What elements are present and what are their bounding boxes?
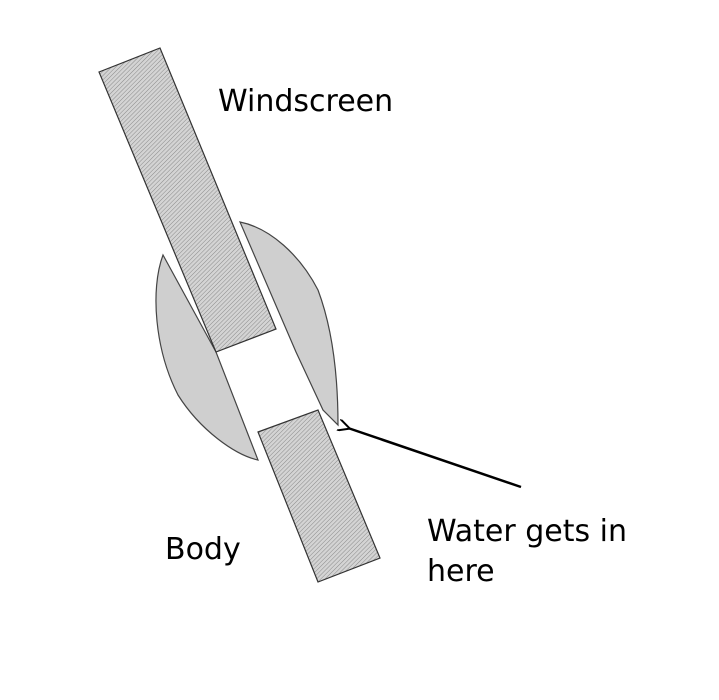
water-label-line-1: Water gets in [427,514,627,549]
right-seal [238,221,339,427]
windscreen-panel [98,47,277,353]
windscreen-label: Windscreen [218,84,394,119]
body-label: Body [165,532,241,567]
water-entry-label: Water gets in here [427,512,627,592]
water-label-line-2: here [427,554,495,589]
body-panel [257,409,381,583]
arrow-icon [348,428,522,489]
left-seal [155,253,259,461]
